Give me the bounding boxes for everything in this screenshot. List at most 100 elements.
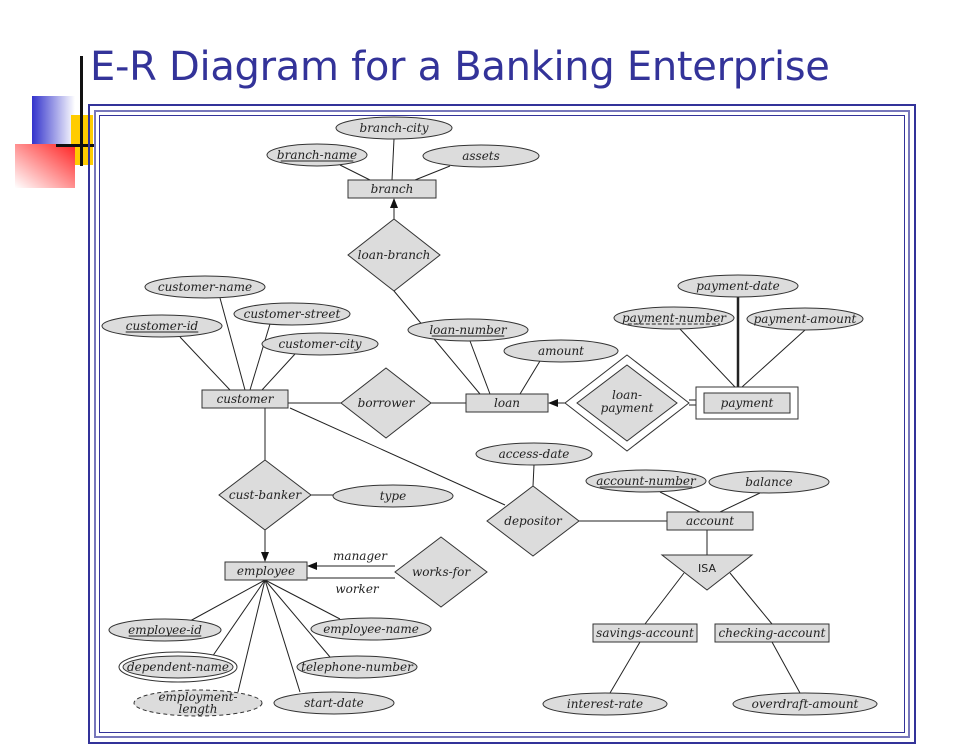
attribute-branch-city[interactable]: branch-city (335, 116, 453, 140)
connector-line (771, 641, 801, 694)
isa-label: ISA (698, 562, 716, 575)
attribute-label: payment-number (622, 311, 727, 325)
entity-savings-account[interactable]: savings-account (592, 623, 698, 643)
relationship-label: payment (601, 401, 654, 415)
entity-box (201, 389, 289, 409)
attribute-label: interest-rate (567, 697, 643, 711)
attribute-ellipse (310, 617, 432, 641)
relationship-diamond (486, 485, 580, 557)
connector-line (719, 492, 761, 513)
relationship-label: loan- (612, 388, 642, 402)
attribute-customer-street[interactable]: customer-street (233, 302, 351, 326)
relationship-loan-branch[interactable]: loan-branch (347, 218, 441, 292)
attribute-branch-name[interactable]: branch-name (266, 143, 368, 167)
connector-line (289, 407, 506, 506)
entity-branch[interactable]: branch (347, 179, 437, 199)
attribute-dependent-name[interactable]: dependent-name (118, 651, 238, 683)
attribute-ellipse (144, 275, 266, 299)
attribute-ellipse (677, 274, 799, 298)
attribute-ellipse (273, 691, 395, 715)
attribute-amount[interactable]: amount (503, 339, 619, 363)
attribute-label: customer-city (278, 337, 361, 351)
attribute-employee-name[interactable]: employee-name (310, 617, 432, 641)
slide-title: E-R Diagram for a Banking Enterprise (90, 44, 830, 90)
attribute-ellipse (422, 144, 540, 168)
attribute-balance[interactable]: balance (708, 470, 830, 494)
decorative-blue-block (32, 96, 75, 145)
connector-line (729, 572, 773, 625)
connector-line (249, 323, 271, 391)
attribute-payment-amount[interactable]: payment-amount (746, 307, 864, 331)
relationship-diamond (576, 364, 678, 442)
attribute-interest-rate[interactable]: interest-rate (542, 692, 668, 716)
connector-line (393, 290, 481, 395)
role-label-worker: worker (335, 582, 380, 596)
attribute-start-date[interactable]: start-date (273, 691, 395, 715)
entity-box (666, 511, 754, 531)
relationship-diamond (218, 459, 312, 531)
entity-box (714, 623, 830, 643)
connector-line (219, 297, 246, 391)
attribute-telephone-number[interactable]: telephone-number (296, 655, 418, 679)
attribute-label: customer-name (158, 280, 252, 294)
connector-line (679, 328, 736, 388)
relationship-cust-banker[interactable]: cust-banker (218, 459, 312, 531)
relationship-works-for[interactable]: works-for (394, 536, 488, 608)
attribute-employee-id[interactable]: employee-id (108, 618, 222, 642)
attribute-label: assets (462, 149, 500, 163)
entity-loan[interactable]: loan (465, 393, 549, 413)
attribute-access-date[interactable]: access-date (475, 442, 593, 466)
entity-checking-account[interactable]: checking-account (714, 623, 830, 643)
attribute-type[interactable]: type (332, 484, 454, 508)
relationship-label: works-for (412, 565, 471, 579)
entity-label: customer (217, 392, 275, 406)
connector-line (609, 641, 641, 694)
decorative-red-block (15, 144, 75, 188)
attribute-label: loan-number (429, 323, 508, 337)
attribute-label: employment- (158, 690, 237, 704)
entity-account[interactable]: account (666, 511, 754, 531)
attribute-label: branch-city (360, 121, 429, 135)
attribute-account-number[interactable]: account-number (585, 469, 707, 493)
attribute-customer-city[interactable]: customer-city (261, 332, 379, 356)
entity-employee[interactable]: employee (224, 561, 308, 581)
entity-payment[interactable]: payment (695, 386, 799, 420)
attribute-customer-name[interactable]: customer-name (144, 275, 266, 299)
attribute-assets[interactable]: assets (422, 144, 540, 168)
relationship-borrower[interactable]: borrower (340, 367, 432, 439)
entity-label: loan (494, 396, 520, 410)
decorative-vertical-line (80, 56, 83, 166)
isa-shape (660, 554, 754, 591)
attribute-ellipse (613, 306, 735, 330)
role-label-manager: manager (333, 549, 388, 563)
decorative-horizontal-line (56, 144, 94, 147)
attribute-ellipse (296, 655, 418, 679)
attribute-ellipse (503, 339, 619, 363)
relationship-label: depositor (504, 514, 563, 528)
entity-label: checking-account (719, 626, 826, 640)
relationship-loan-payment[interactable]: loan-payment (564, 354, 690, 452)
attribute-label: overdraft-amount (752, 697, 859, 711)
connector-line (237, 579, 266, 693)
relationship-depositor[interactable]: depositor (486, 485, 580, 557)
connector-line (189, 579, 266, 622)
relationship-label: loan-branch (358, 248, 431, 262)
connector-line (179, 336, 231, 391)
attribute-label: employee-name (323, 622, 419, 636)
attribute-payment-number[interactable]: payment-number (613, 306, 735, 330)
attribute-overdraft-amount[interactable]: overdraft-amount (732, 692, 878, 716)
entity-label: savings-account (596, 626, 694, 640)
attribute-label: length (179, 702, 218, 716)
connector-line (644, 572, 685, 625)
relationship-diamond (347, 218, 441, 292)
isa-triangle[interactable]: ISA (660, 554, 754, 591)
relationship-diamond (340, 367, 432, 439)
entity-customer[interactable]: customer (201, 389, 289, 409)
attribute-employment-length[interactable]: employment-length (133, 689, 263, 717)
connector-line (264, 579, 331, 658)
attribute-loan-number[interactable]: loan-number (407, 318, 529, 342)
attribute-payment-date[interactable]: payment-date (677, 274, 799, 298)
er-diagram: branch customer loan payment account employee… (101, 116, 878, 717)
attribute-label: start-date (304, 696, 364, 710)
attribute-customer-id[interactable]: customer-id (101, 314, 223, 338)
